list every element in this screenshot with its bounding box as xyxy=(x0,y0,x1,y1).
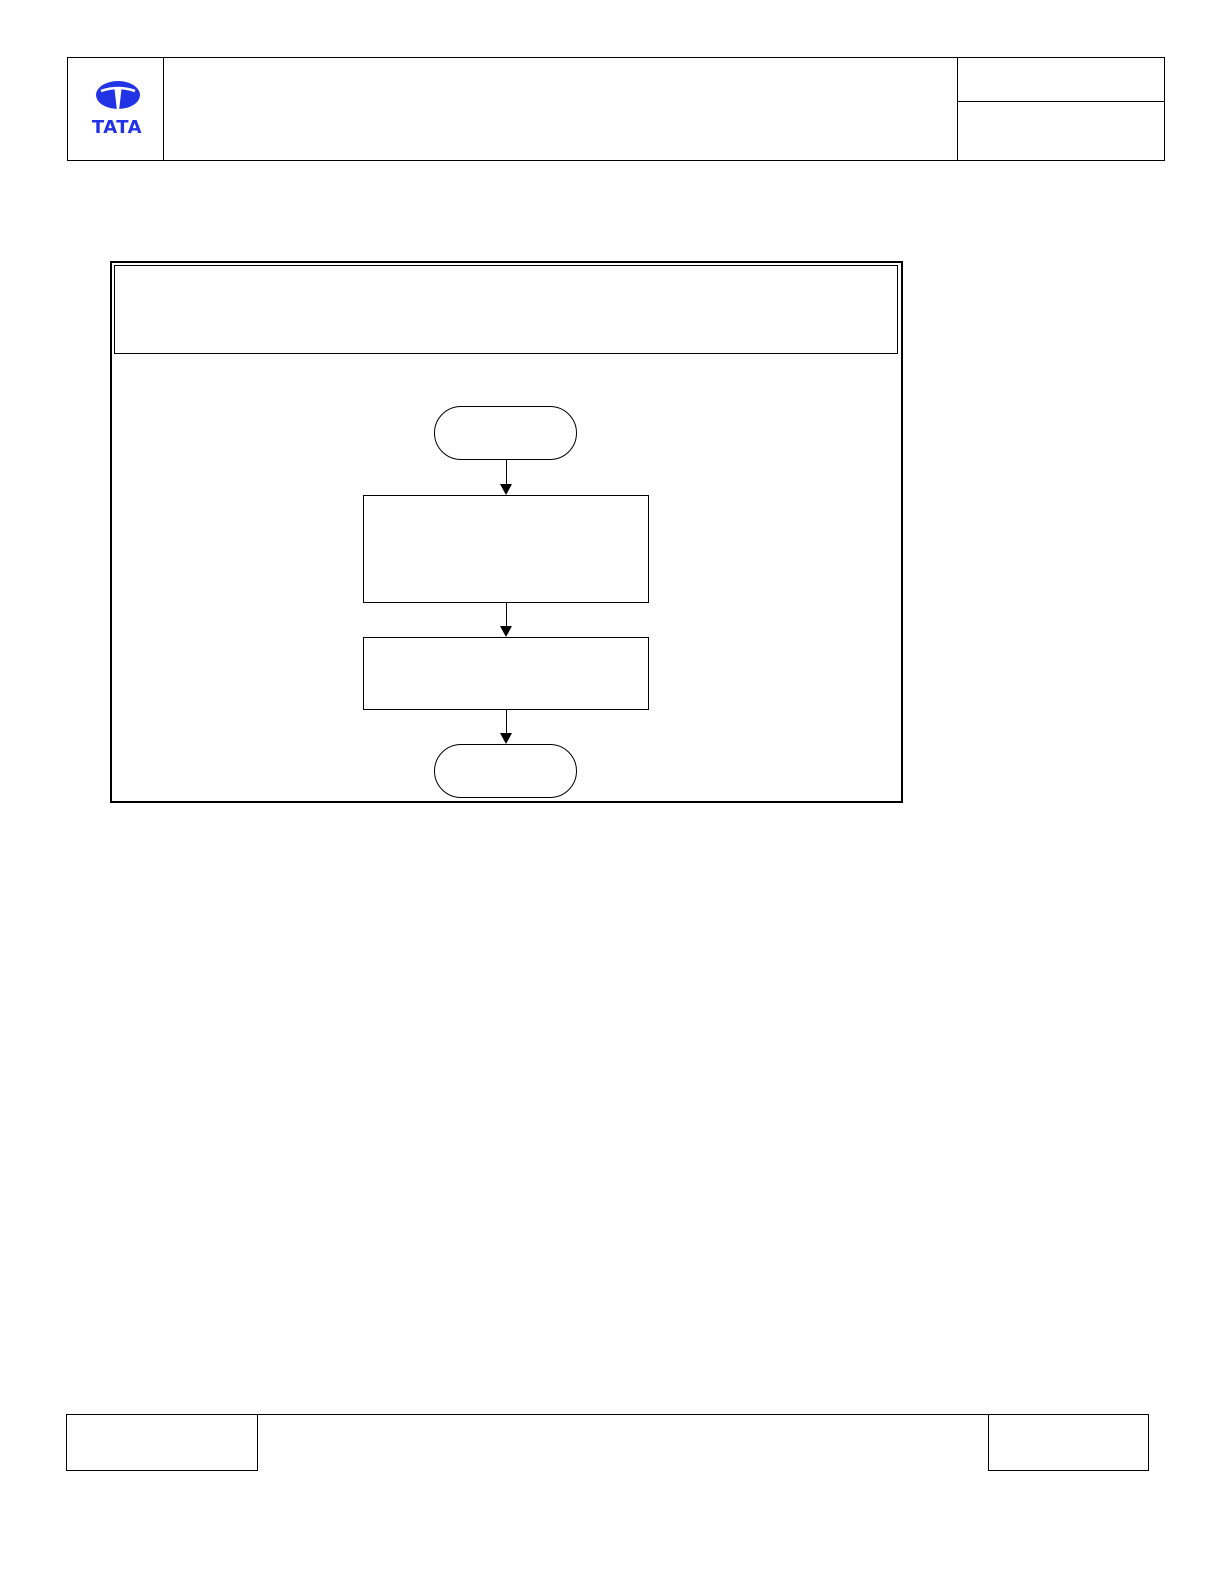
flow-arrow-2 xyxy=(506,603,507,627)
flow-process-step-2 xyxy=(363,637,649,710)
document-title xyxy=(164,58,957,160)
svg-text:TATA: TATA xyxy=(92,117,142,138)
flow-arrowhead-1 xyxy=(500,484,512,495)
flow-process-step-1 xyxy=(363,495,649,603)
flow-arrowhead-2 xyxy=(500,626,512,637)
header-divider-right xyxy=(957,57,958,161)
tata-logo-icon: TATA xyxy=(92,81,142,138)
footer-top-rule xyxy=(257,1414,989,1415)
flow-arrow-3 xyxy=(506,710,507,734)
header-table xyxy=(67,57,1165,161)
header-divider-right-row xyxy=(957,101,1165,102)
flowchart-heading xyxy=(114,265,898,354)
flow-start-terminal xyxy=(434,406,577,460)
flowchart-frame xyxy=(110,261,903,803)
flow-arrow-1 xyxy=(506,460,507,485)
footer-center-cell xyxy=(258,1415,988,1470)
document-number xyxy=(958,58,1164,101)
document-revision xyxy=(958,102,1164,160)
flow-end-terminal xyxy=(434,744,577,798)
header-divider-logo xyxy=(163,57,164,161)
footer-right-cell xyxy=(988,1414,1149,1471)
flow-arrowhead-3 xyxy=(500,733,512,744)
footer-left-cell xyxy=(66,1414,258,1471)
logo-cell: TATA xyxy=(68,58,163,160)
